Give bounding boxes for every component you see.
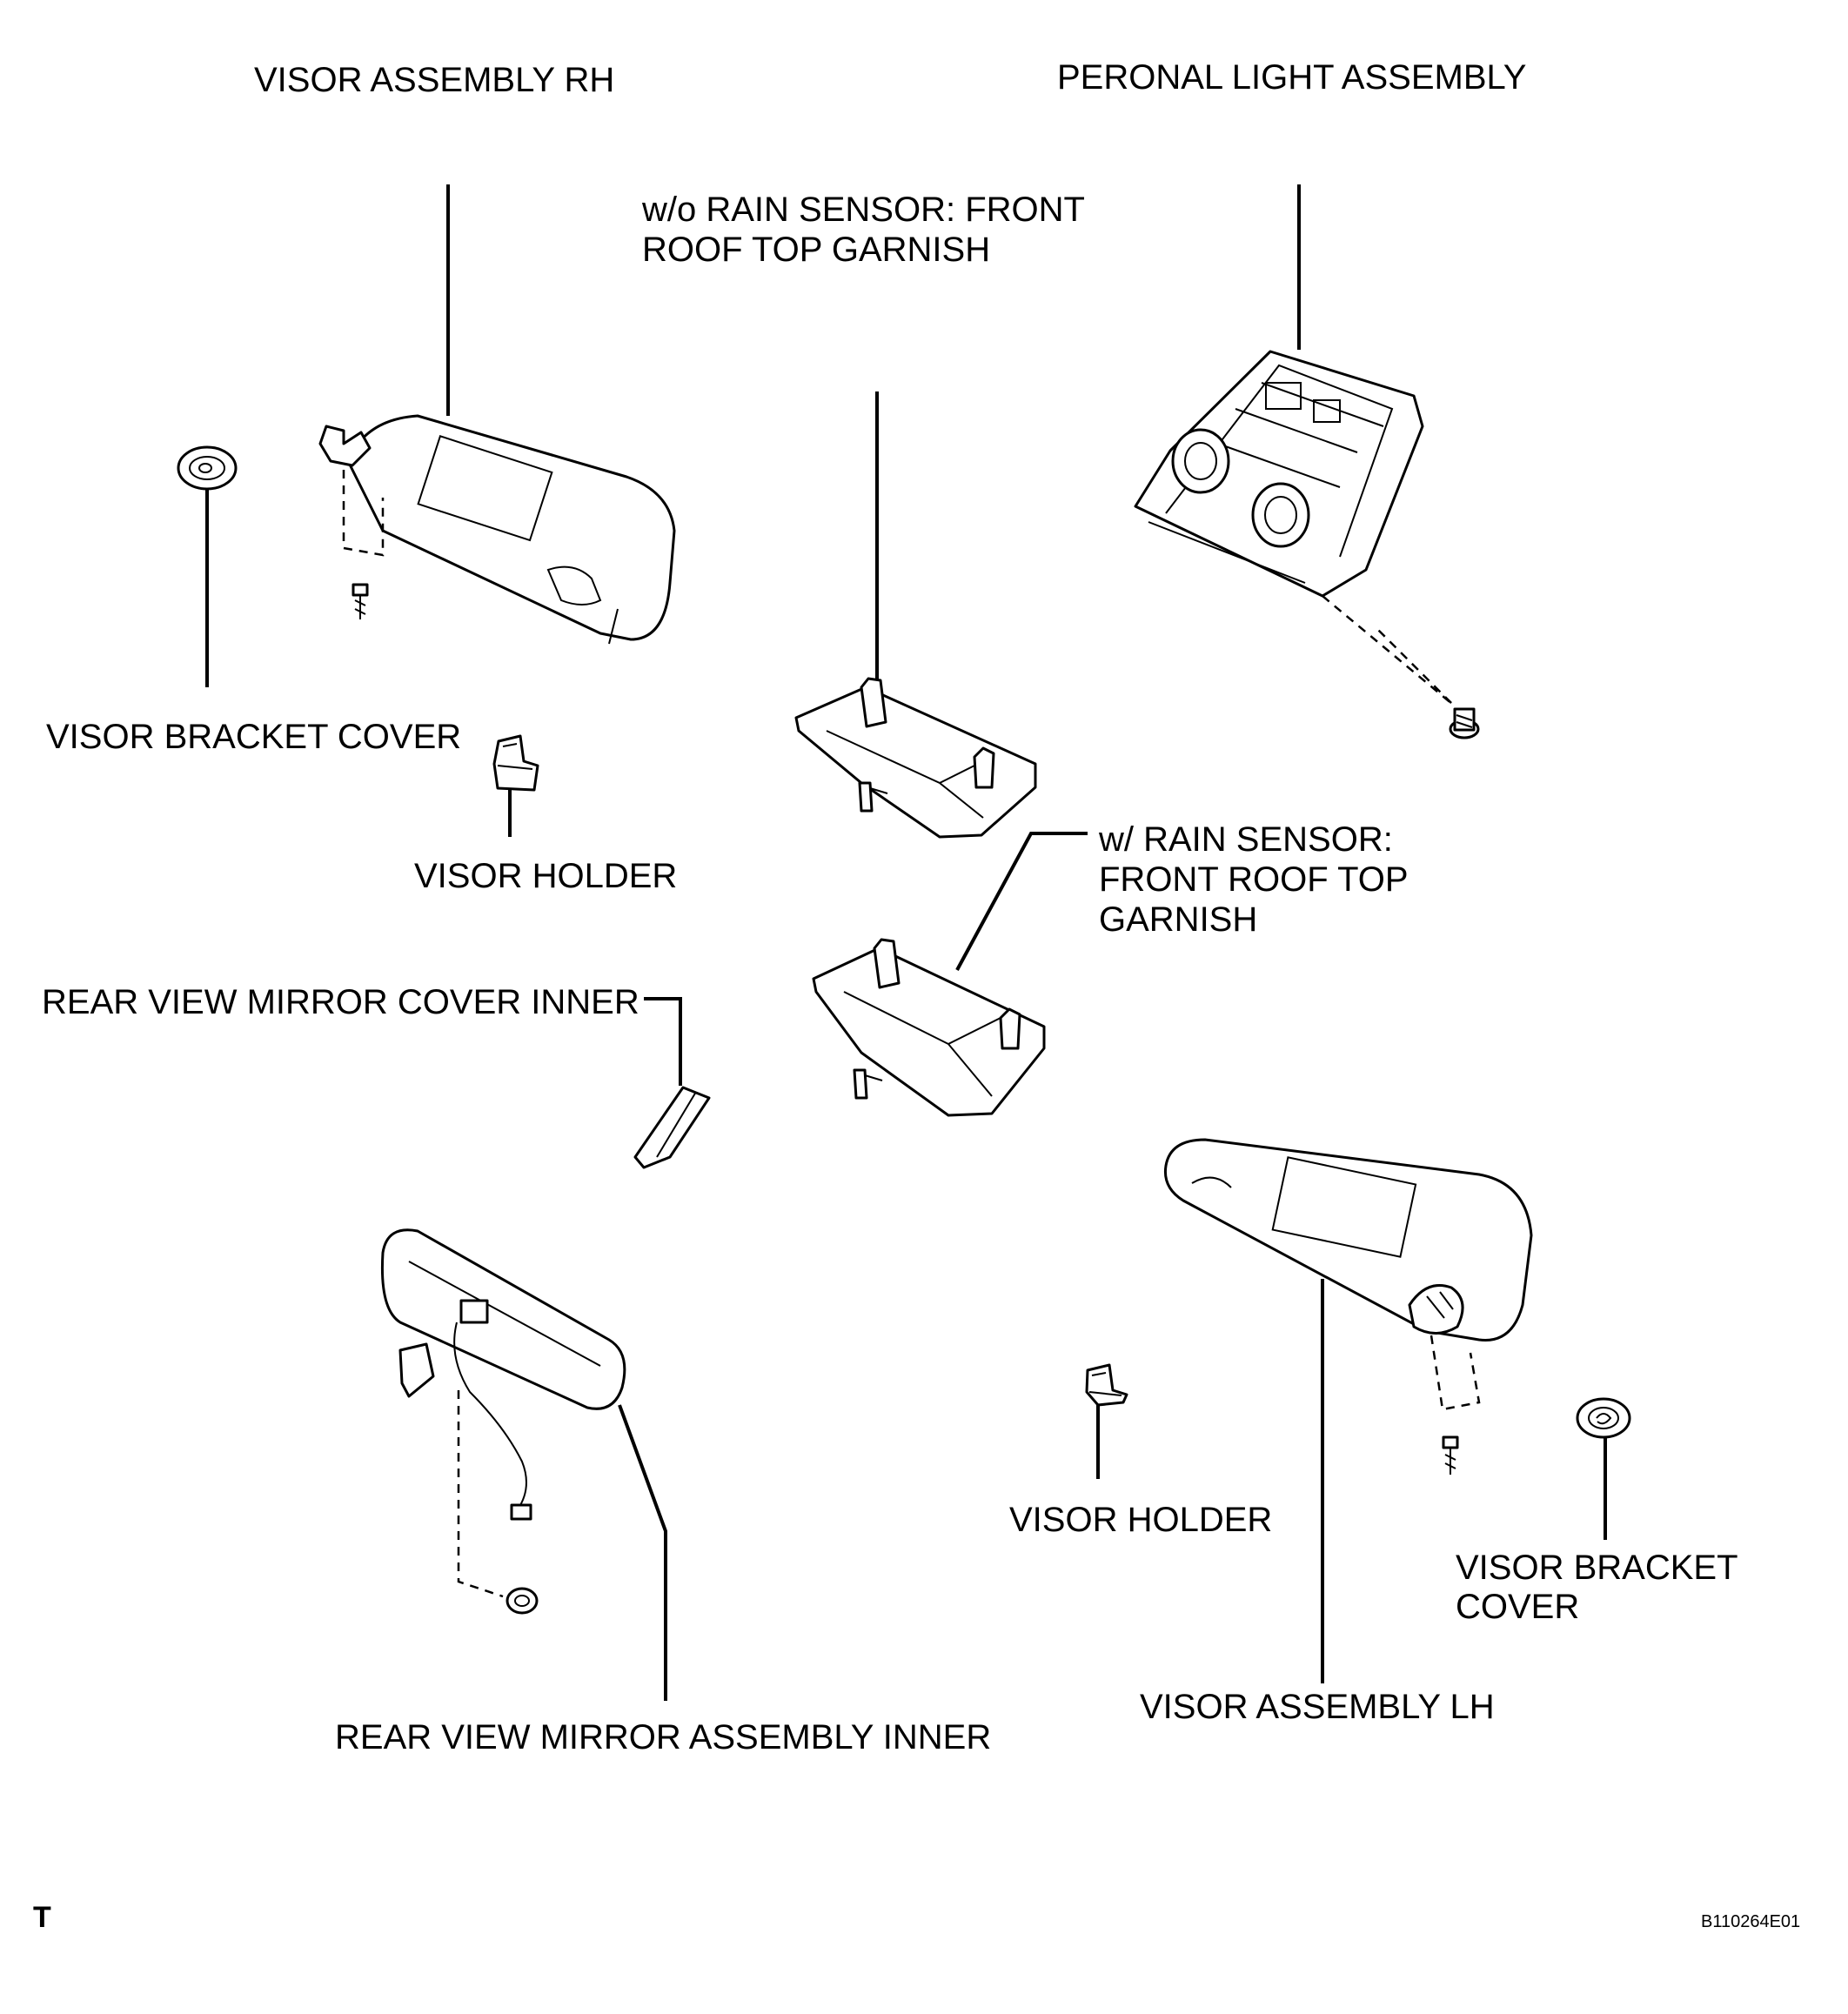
visor-holder-rh — [492, 734, 539, 792]
label-visor-bracket-cover-lh-line2: COVER — [1456, 1588, 1579, 1626]
personal-light-assembly — [1134, 350, 1480, 739]
label-w-rain-sensor-line3: GARNISH — [1099, 900, 1257, 939]
label-visor-holder-lh: VISOR HOLDER — [1009, 1501, 1272, 1539]
figure-code: B110264E01 — [1701, 1912, 1800, 1931]
label-visor-bracket-cover-rh: VISOR BRACKET COVER — [46, 718, 461, 756]
visor-assembly-lh — [1163, 1138, 1533, 1475]
label-visor-assembly-lh: VISOR ASSEMBLY LH — [1140, 1688, 1495, 1726]
label-personal-light-assembly: PERONAL LIGHT ASSEMBLY — [1057, 58, 1526, 97]
rear-view-mirror-assembly-inner — [380, 1228, 626, 1615]
label-visor-assembly-rh: VISOR ASSEMBLY RH — [254, 61, 614, 99]
label-rear-view-mirror-cover-inner: REAR VIEW MIRROR COVER INNER — [42, 983, 639, 1021]
corner-mark: T — [33, 1901, 51, 1934]
front-roof-top-garnish-w-rain-sensor — [812, 938, 1046, 1117]
visor-holder-lh — [1085, 1363, 1128, 1407]
label-w-rain-sensor-line1: w/ RAIN SENSOR: — [1098, 820, 1393, 859]
leader-lines — [205, 184, 1607, 1701]
visor-assembly-rh — [318, 414, 676, 645]
visor-bracket-cover-lh — [1576, 1397, 1631, 1439]
label-wo-rain-sensor-line2: ROOF TOP GARNISH — [642, 231, 990, 269]
visor-bracket-cover-rh — [177, 445, 238, 491]
label-w-rain-sensor-line2: FRONT ROOF TOP — [1099, 860, 1409, 899]
label-visor-holder-rh: VISOR HOLDER — [414, 857, 677, 895]
front-roof-top-garnish-wo-rain-sensor — [794, 677, 1037, 839]
label-wo-rain-sensor-line1: w/o RAIN SENSOR: FRONT — [641, 191, 1085, 229]
label-rear-view-mirror-assembly-inner: REAR VIEW MIRROR ASSEMBLY INNER — [335, 1718, 991, 1756]
rear-view-mirror-cover-inner — [633, 1086, 711, 1169]
label-visor-bracket-cover-lh-line1: VISOR BRACKET — [1456, 1549, 1738, 1587]
